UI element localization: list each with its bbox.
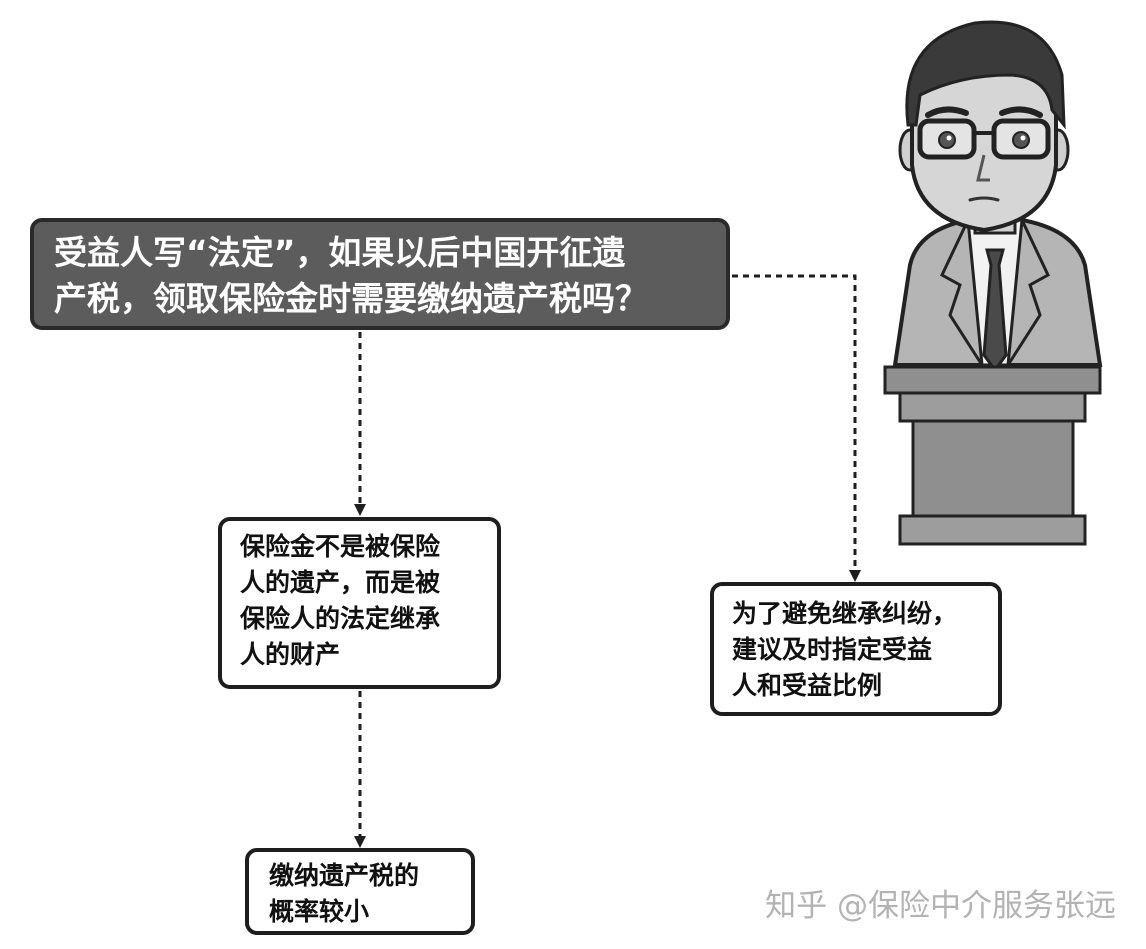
mouth xyxy=(968,196,1000,202)
answer-left-line: 人的遗产，而是被 xyxy=(240,568,441,597)
conclusion-line: 缴纳遗产税的 xyxy=(269,861,420,890)
speaker-at-podium-illustration xyxy=(883,20,1103,546)
nose xyxy=(976,154,990,182)
answer-right-line: 为了避免继承纠纷， xyxy=(732,599,958,628)
arrow-question-to-right xyxy=(732,274,861,582)
left-eye xyxy=(938,131,956,149)
podium-upper-band xyxy=(898,391,1087,423)
question-line: 产税，领取保险金时需要缴纳遗产税吗？ xyxy=(54,279,648,318)
answer-right-line: 建议及时指定受益 xyxy=(732,635,933,664)
conclusion-box: 缴纳遗产税的 概率较小 xyxy=(245,848,475,935)
answer-left-line: 保险金不是被保险 xyxy=(240,532,441,561)
right-eye xyxy=(1012,131,1030,149)
answer-left-line: 人的财产 xyxy=(240,640,341,669)
question-box: 受益人写“法定”，如果以后中国开征遗 产税，领取保险金时需要缴纳遗产税吗？ xyxy=(30,218,730,330)
podium-top xyxy=(883,365,1102,395)
answer-left-box: 保险金不是被保险 人的遗产，而是被 保险人的法定继承 人的财产 xyxy=(218,517,501,689)
answer-left-line: 保险人的法定继承 xyxy=(240,604,441,633)
right-lapel xyxy=(1006,219,1050,366)
right-eye-highlight xyxy=(1020,135,1026,141)
podium-base xyxy=(898,514,1087,546)
tie xyxy=(982,248,1008,373)
watermark-text: 知乎 @保险中介服务张远 xyxy=(765,888,1116,924)
left-eyebrow xyxy=(925,106,969,118)
podium-body xyxy=(911,419,1075,518)
question-line: 受益人写“法定”，如果以后中国开征遗 xyxy=(54,233,626,272)
hair xyxy=(905,20,1066,130)
left-lapel xyxy=(940,219,984,366)
conclusion-line: 概率较小 xyxy=(269,897,370,926)
answer-right-box: 为了避免继承纠纷， 建议及时指定受益 人和受益比例 xyxy=(710,582,1002,716)
right-eyebrow xyxy=(999,106,1043,118)
answer-right-line: 人和受益比例 xyxy=(732,671,883,700)
left-eye-highlight xyxy=(946,135,952,141)
